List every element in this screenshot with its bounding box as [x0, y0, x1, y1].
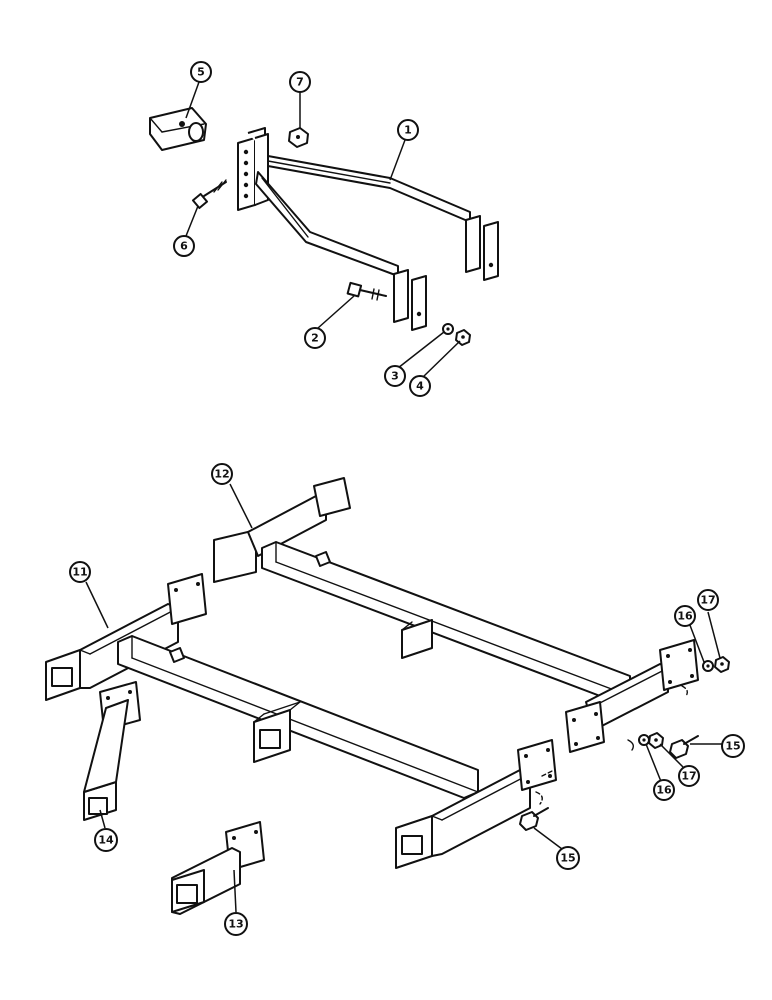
part-13-long-socket [171, 821, 265, 915]
assembly-guide-lines [535, 685, 689, 805]
leader-4 [422, 340, 461, 378]
part-16-washer-lower [638, 734, 650, 746]
callout-3: 3 [384, 365, 406, 387]
callout-2: 2 [304, 327, 326, 349]
callout-15-lower: 15 [556, 846, 580, 870]
leader-17a [707, 611, 721, 659]
callout-16-lower: 16 [653, 779, 675, 801]
svg-text:17: 17 [681, 770, 696, 783]
part-6-bolt [191, 179, 227, 210]
svg-text:1: 1 [404, 124, 412, 137]
leader-6 [185, 205, 199, 237]
part-3-washer [442, 323, 454, 335]
part-17-nut-upper [714, 656, 730, 673]
part-16-washer-upper [702, 660, 714, 672]
part-15-bolt-upper [669, 735, 699, 759]
callout-13: 13 [224, 912, 248, 936]
callout-1: 1 [397, 119, 419, 141]
leader-17b [659, 743, 687, 771]
callout-15-upper: 15 [721, 734, 745, 758]
callout-16-upper: 16 [674, 605, 696, 627]
leader-5 [185, 81, 200, 119]
svg-text:11: 11 [72, 566, 87, 579]
svg-text:16: 16 [656, 784, 672, 797]
part-7-nut [288, 127, 309, 148]
callout-5: 5 [190, 61, 212, 83]
part-5-clevis [149, 107, 207, 151]
leader-11 [85, 581, 109, 629]
callout-17-lower: 17 [678, 765, 700, 787]
leader-2 [317, 295, 355, 329]
leader-16a [687, 619, 705, 663]
callout-14: 14 [94, 828, 118, 852]
leader-14 [99, 809, 106, 829]
svg-text:16: 16 [677, 610, 693, 623]
callout-17-upper: 17 [697, 589, 719, 611]
callout-11: 11 [69, 561, 91, 583]
svg-text:15: 15 [725, 740, 740, 753]
part-2-long-bolt [346, 281, 387, 301]
svg-text:4: 4 [416, 380, 424, 393]
svg-text:7: 7 [296, 76, 304, 89]
part-12-rear-frame [213, 477, 699, 753]
svg-text:2: 2 [311, 332, 319, 345]
svg-text:13: 13 [228, 918, 243, 931]
svg-text:14: 14 [98, 834, 114, 847]
leader-13 [233, 869, 237, 913]
svg-text:17: 17 [700, 594, 715, 607]
callout-4: 4 [409, 375, 431, 397]
part-15-bolt-lower [519, 807, 549, 831]
svg-text:12: 12 [214, 468, 229, 481]
part-14-short-socket [83, 681, 141, 821]
svg-text:3: 3 [391, 370, 399, 383]
leader-12 [229, 483, 253, 529]
leader-1 [389, 139, 406, 181]
leader-16b [645, 743, 663, 785]
svg-text:15: 15 [560, 852, 575, 865]
callout-12: 12 [211, 463, 233, 485]
leader-3 [397, 331, 445, 369]
part-11-front-frame [45, 573, 557, 869]
callout-6: 6 [173, 235, 195, 257]
callout-7: 7 [289, 71, 311, 93]
part-1-hitch-frame [237, 127, 499, 331]
leader-15b [533, 827, 567, 853]
svg-text:5: 5 [197, 66, 205, 79]
svg-text:6: 6 [180, 240, 188, 253]
